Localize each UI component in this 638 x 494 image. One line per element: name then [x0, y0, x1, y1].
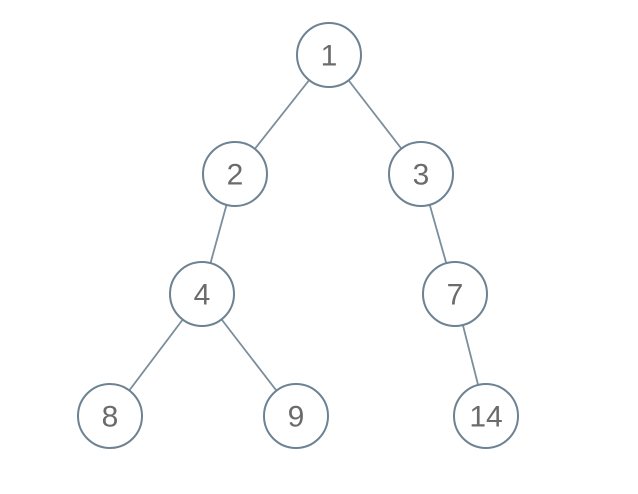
tree-node: 14 — [453, 383, 519, 449]
tree-node-label: 4 — [194, 279, 211, 312]
tree-node-label: 1 — [321, 40, 338, 73]
tree-node-circle — [202, 141, 268, 207]
tree-node-label: 9 — [288, 401, 305, 434]
tree-node-circle — [296, 22, 362, 88]
tree-node-label: 14 — [469, 401, 502, 434]
tree-node: 9 — [263, 383, 329, 449]
tree-node-label: 3 — [413, 159, 430, 192]
tree-node-label: 7 — [447, 279, 464, 312]
tree-node-circle — [77, 383, 143, 449]
tree-node: 1 — [296, 22, 362, 88]
tree-node: 2 — [202, 141, 268, 207]
tree-node: 8 — [77, 383, 143, 449]
tree-node-circle — [388, 141, 454, 207]
tree-node-circle — [169, 261, 235, 327]
tree-node-circle — [422, 261, 488, 327]
tree-node: 7 — [422, 261, 488, 327]
tree-node-label: 8 — [102, 401, 119, 434]
tree-node-label: 2 — [227, 159, 244, 192]
tree-node: 4 — [169, 261, 235, 327]
tree-node-circle — [453, 383, 519, 449]
tree-node-circle — [263, 383, 329, 449]
tree-node: 3 — [388, 141, 454, 207]
